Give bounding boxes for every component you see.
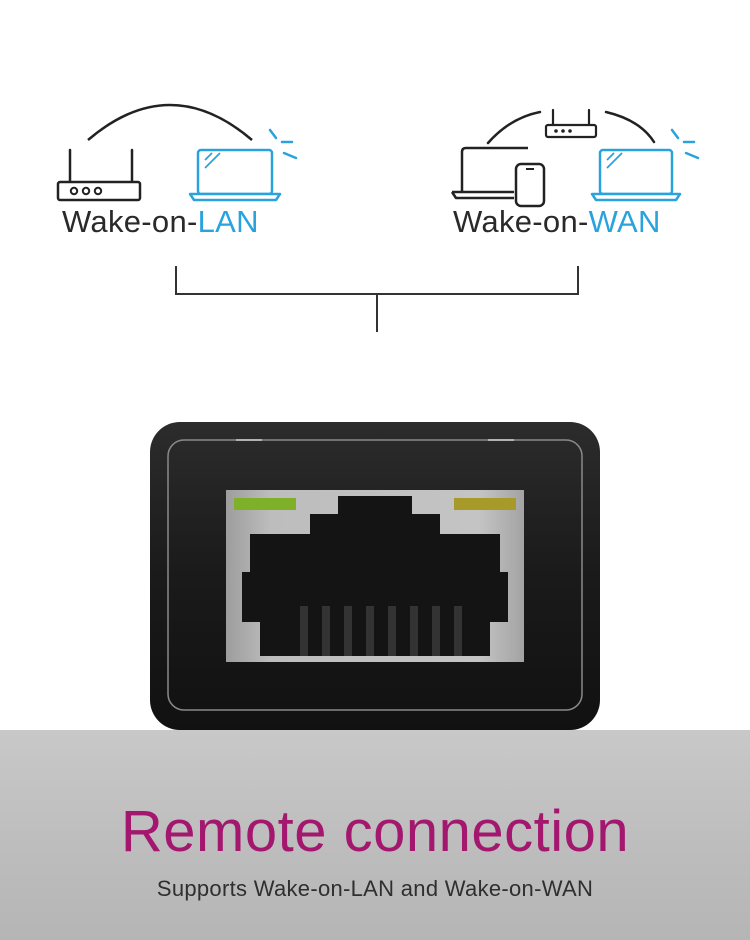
signal-waves-icon [670, 128, 700, 160]
lan-arc [87, 103, 253, 141]
ethernet-port-icon [150, 422, 600, 730]
router-icon [544, 108, 598, 139]
laptop-icon [590, 148, 682, 202]
wake-on-lan-label: Wake-on-LAN [62, 204, 259, 240]
bottom-background [0, 730, 750, 940]
wake-on-lan-prefix: Wake-on- [62, 204, 198, 239]
headline: Remote connection [120, 799, 630, 864]
smartphone-icon [514, 162, 546, 208]
laptop-icon [450, 146, 528, 200]
laptop-icon [188, 148, 282, 202]
wake-on-wan-label: Wake-on-WAN [453, 204, 661, 240]
subheadline: Supports Wake-on-LAN and Wake-on-WAN [156, 876, 594, 901]
wan-arcs [486, 110, 656, 145]
wake-on-wan-accent: WAN [588, 204, 661, 239]
router-icon [56, 148, 142, 202]
wake-on-lan-accent: LAN [197, 204, 259, 239]
signal-waves-icon [268, 128, 298, 160]
wake-on-wan-prefix: Wake-on- [453, 204, 589, 239]
bracket-connector [175, 266, 579, 332]
